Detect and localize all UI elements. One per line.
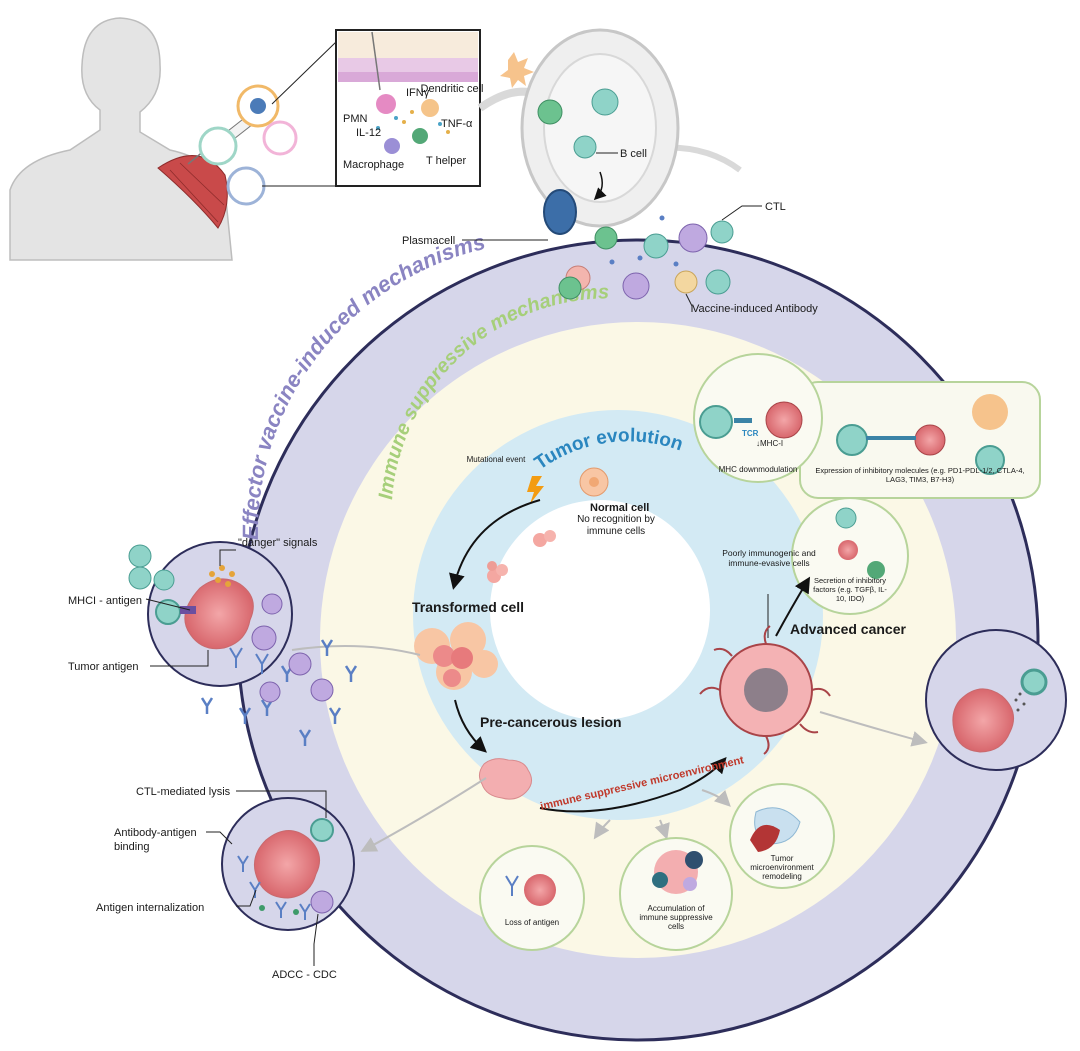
label-plasmacell: Plasmacell [402, 235, 455, 247]
label-loss-of-antigen: Loss of antigen [505, 918, 559, 927]
label-b-cell: B cell [620, 148, 647, 160]
label-ifn: IFNγ [406, 87, 430, 99]
label-dendritic-cell: Dendritic cell [421, 83, 484, 95]
lymph-node [477, 28, 742, 235]
label-mhc-down: ↓MHC-I [756, 439, 783, 448]
remodeling-bubble: Tumor microenvironment remodeling [729, 783, 835, 889]
effector-cells-cluster [558, 215, 734, 300]
label-no-recognition: No recognition by immune cells [577, 514, 655, 537]
label-pmn: PMN [343, 113, 368, 125]
label-tcr: TCR [742, 429, 759, 438]
label-internalization: Antigen internalization [96, 902, 204, 914]
label-advanced-cancer: Advanced cancer [790, 621, 906, 637]
plasmacell-icon [543, 189, 577, 235]
mhc-downmodulation-panel: TCR ↓MHC-I MHC downmodulation Expression… [693, 353, 1041, 499]
label-mutational-event: Mutational event [467, 455, 526, 464]
label-ctl-lysis: CTL-mediated lysis [136, 786, 231, 798]
label-ctl: CTL [765, 201, 786, 213]
label-precancerous: Pre-cancerous lesion [480, 714, 622, 730]
label-mhci-antigen: MHCI - antigen [68, 595, 142, 607]
lesion-icon [478, 758, 532, 800]
lightning-icon [527, 476, 544, 504]
dendritic-cell-icon [500, 52, 534, 88]
human-figure [9, 17, 233, 261]
label-t-helper: T helper [426, 155, 466, 167]
mrna-antigen-icon [198, 126, 238, 166]
injection-site-inset: Dendritic cell IFNγ PMN IL-12 TNF-α Macr… [335, 29, 484, 187]
label-tumor-antigen: Tumor antigen [68, 661, 139, 673]
label-il12: IL-12 [356, 127, 381, 139]
label-antibody-binding-1: Antibody-antigen [114, 827, 197, 839]
transformed-cells-icon [414, 622, 498, 690]
label-inhibitory-molecules: Expression of inhibitory molecules (e.g.… [815, 466, 1025, 484]
deltoid-muscle [157, 155, 228, 229]
secretion-inhibitory-panel: Secretion of inhibitory factors (e.g. TG… [791, 497, 909, 615]
cell-antigen-icon [226, 166, 266, 206]
label-vaccine-antibody: Vaccine-induced Antibody [692, 303, 818, 315]
right-effector-panel [925, 629, 1067, 771]
loss-of-antigen-bubble: Loss of antigen [479, 845, 585, 951]
label-normal-cell: Normal cell [590, 502, 649, 514]
label-tnf: TNF-α [441, 118, 473, 130]
center-disc [490, 500, 710, 720]
advanced-cancer-icon [699, 625, 831, 755]
lysis-panel [221, 797, 355, 931]
label-antibody-binding-2: binding [114, 841, 149, 853]
label-macrophage: Macrophage [343, 159, 404, 171]
label-transformed-cell: Transformed cell [412, 599, 524, 615]
danger-signals-panel [147, 541, 293, 687]
label-danger-signals: "danger" signals [238, 537, 318, 549]
label-adcc: ADCC - CDC [272, 969, 337, 981]
label-mhc-downmodulation: MHC downmodulation [719, 465, 798, 474]
label-remodeling: Tumor microenvironment remodeling [750, 854, 814, 881]
label-secretion: Secretion of inhibitory factors (e.g. TG… [813, 576, 887, 603]
accumulation-bubble: Accumulation of immune suppressive cells [619, 837, 733, 951]
label-poorly-immunogenic: Poorly immunogenic and immune-evasive ce… [722, 548, 816, 568]
protein-antigen-icon [262, 120, 298, 156]
label-accumulation: Accumulation of immune suppressive cells [639, 904, 713, 931]
